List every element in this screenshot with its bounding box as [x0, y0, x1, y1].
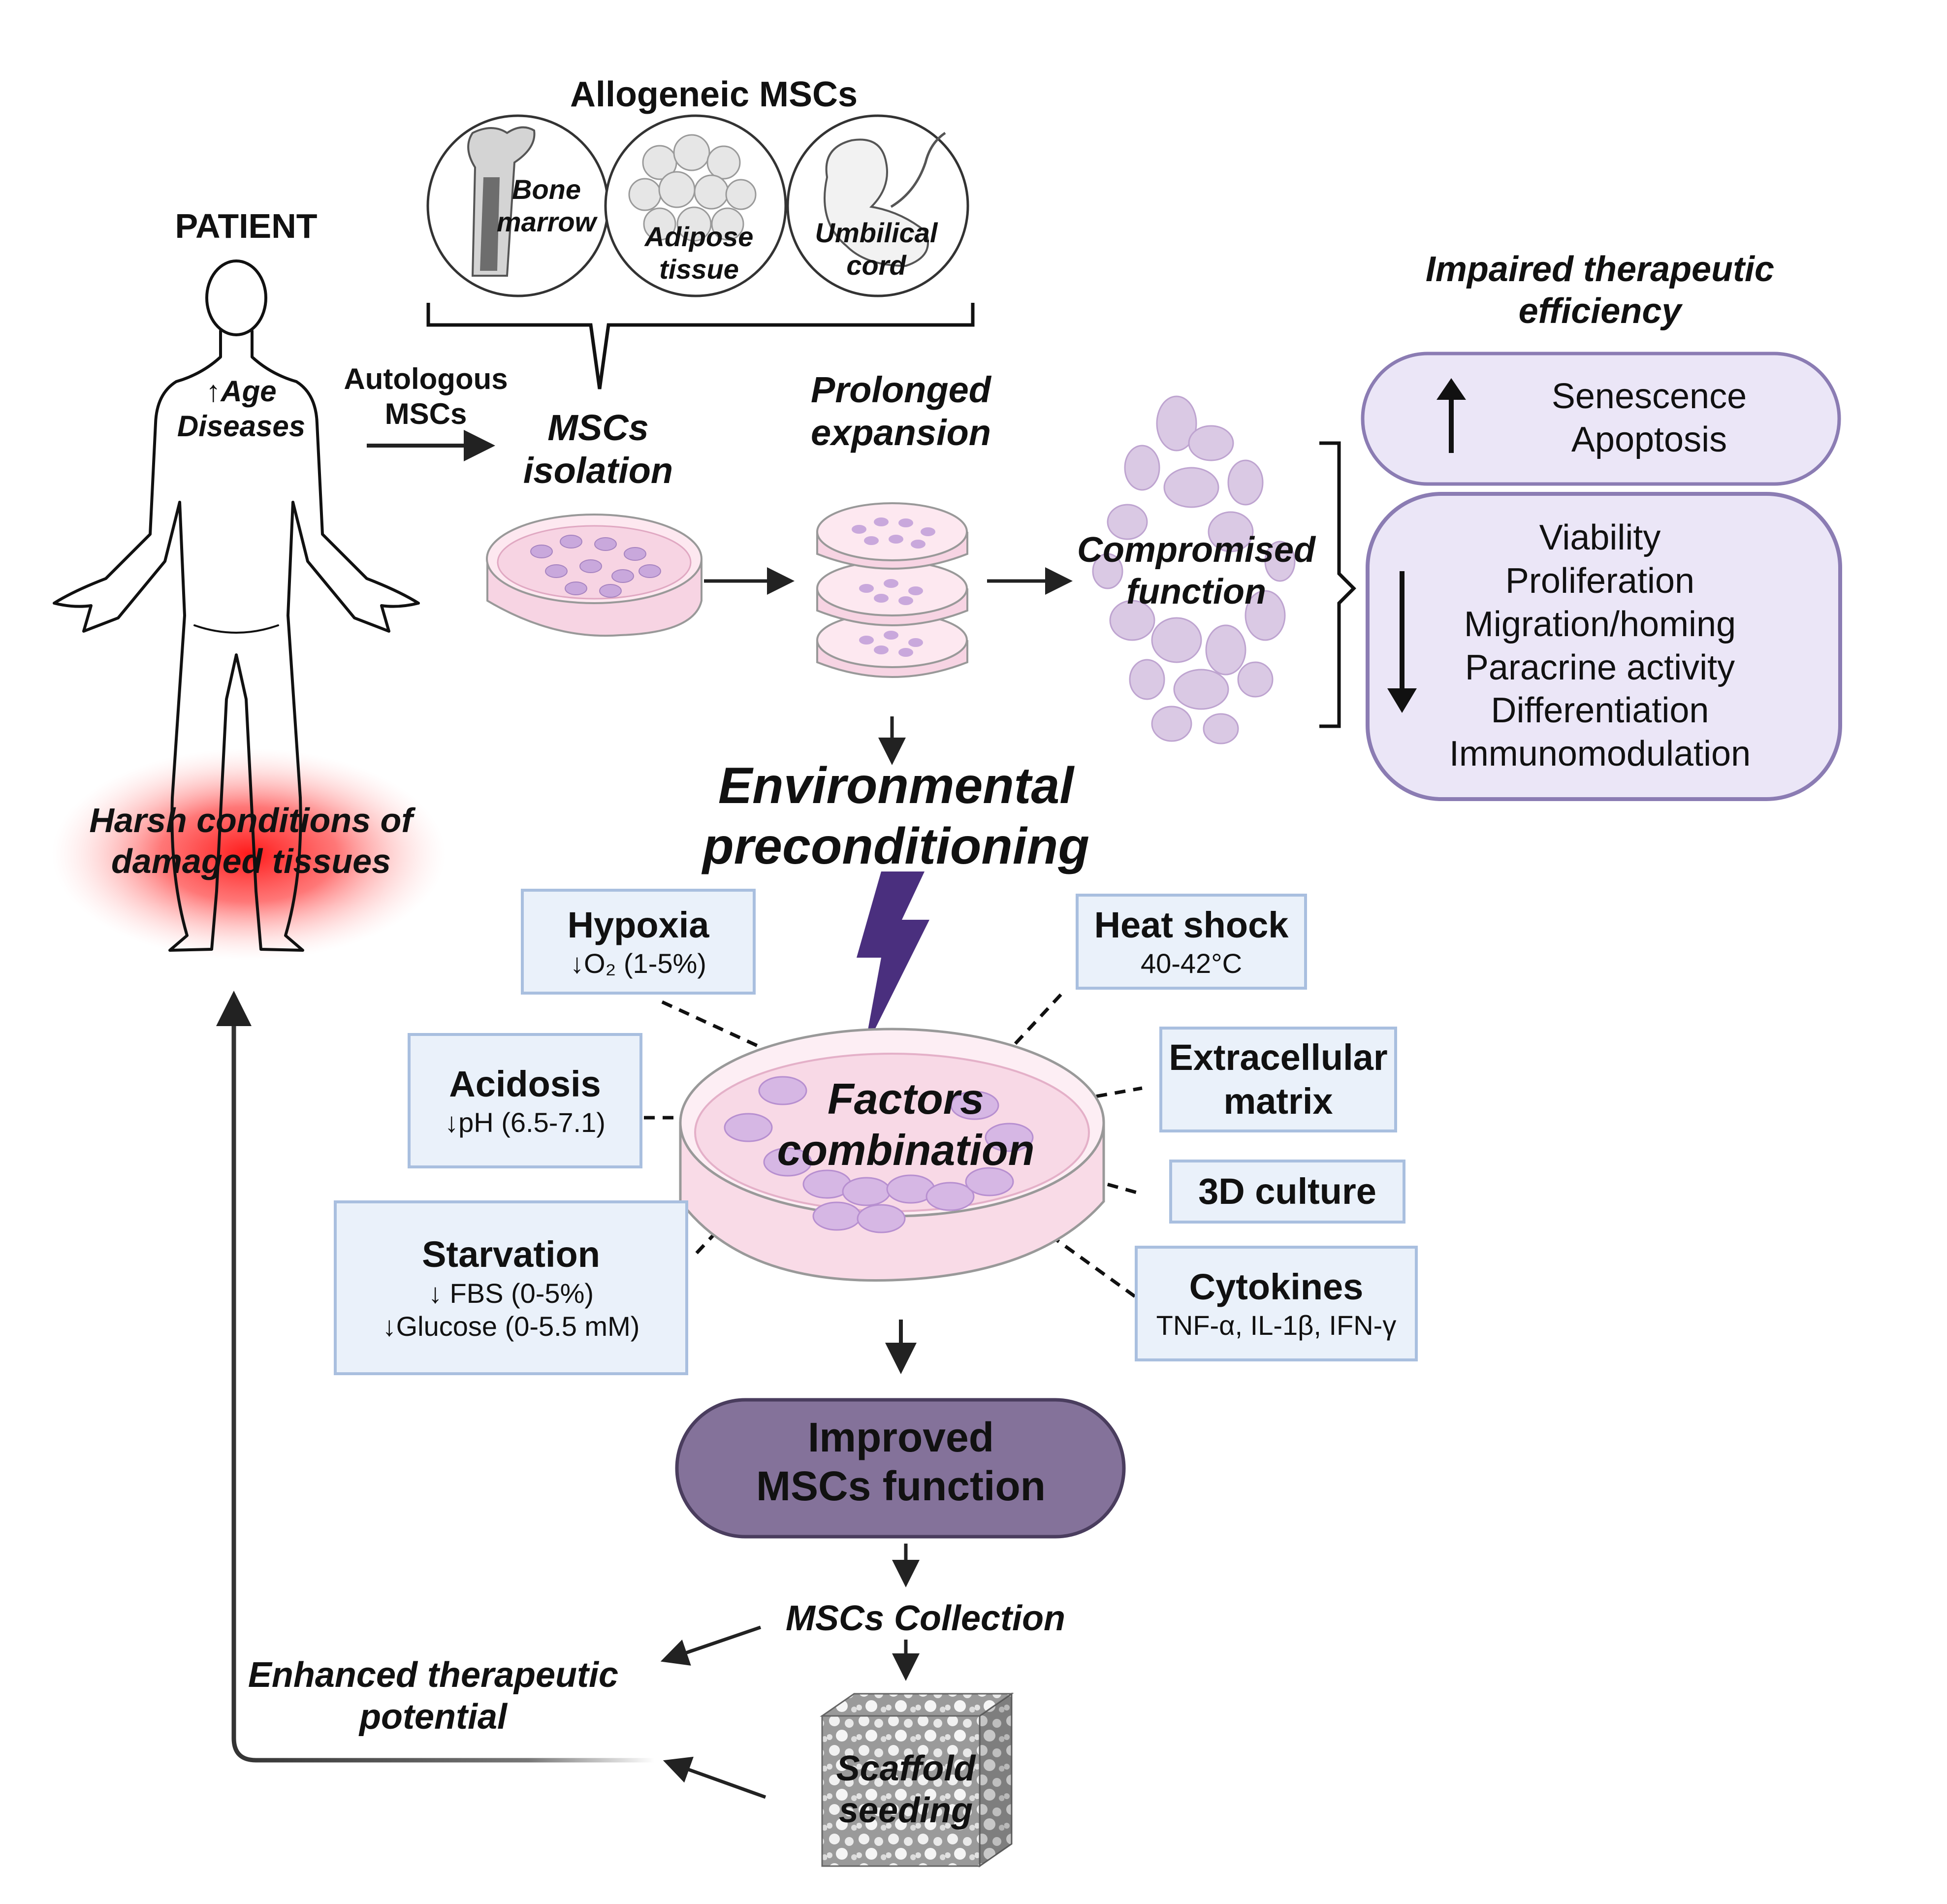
harsh-conditions-label: Harsh conditions of damaged tissues	[89, 801, 413, 880]
immunomodulation-item: Immunomodulation	[1449, 734, 1751, 774]
improved-label: Improved MSCs function	[756, 1414, 1046, 1510]
scaffold-cube-icon	[820, 1692, 1014, 1868]
source-label-umbilical-cord: Umbilical cord	[815, 217, 938, 281]
down-arrow-icon	[1387, 571, 1417, 713]
factor-heat-shock: Heat shock 40-42°C	[1076, 894, 1307, 990]
env-title: Environmental preconditioning	[702, 757, 1089, 875]
impaired-up-pill	[1361, 352, 1841, 486]
compromised-cells-icon	[1092, 395, 1296, 744]
factor-title: Starvation	[422, 1233, 600, 1275]
impaired-down-pill	[1366, 492, 1842, 801]
factor-ecm: Extracellular matrix	[1159, 1027, 1397, 1132]
factor-cytokines: Cytokines TNF-α, IL-1β, IFN-γ	[1135, 1246, 1418, 1361]
adipose-tissue-icon	[604, 114, 787, 297]
isolation-label: MSCs isolation	[523, 407, 673, 491]
impaired-down-list: Viability Proliferation Migration/homing…	[1428, 507, 1772, 785]
expansion-label: Prolonged expansion	[811, 369, 991, 453]
impaired-title: Impaired therapeutic efficiency	[1425, 250, 1775, 331]
factor-hypoxia: Hypoxia ↓O₂ (1-5%)	[521, 889, 756, 995]
factor-title: 3D culture	[1198, 1170, 1376, 1212]
factor-detail: 40-42°C	[1140, 948, 1243, 979]
paracrine-item: Paracrine activity	[1465, 647, 1735, 687]
factors-dish	[679, 1028, 1105, 1282]
source-label-adipose-tissue: Adipose tissue	[644, 221, 754, 285]
factor-3d-culture: 3D culture	[1169, 1160, 1405, 1224]
human-body-icon	[53, 259, 420, 952]
lightning-icon	[857, 871, 929, 1051]
factor-title: Hypoxia	[567, 904, 709, 945]
apoptosis-item: Apoptosis	[1571, 420, 1727, 459]
up-arrow-icon	[1436, 378, 1466, 453]
scaffold-to-enhanced-arrow	[663, 1756, 766, 1799]
proliferation-item: Proliferation	[1505, 561, 1695, 601]
differentiation-item: Differentiation	[1491, 691, 1709, 731]
compromised-label: Compromised function	[1077, 530, 1316, 612]
scaffold-label: Scaffold seeding	[836, 1749, 976, 1830]
factor-detail: ↓ FBS (0-5%) ↓Glucose (0-5.5 mM)	[382, 1277, 640, 1342]
factor-title: Extracellular matrix	[1169, 1036, 1388, 1122]
harsh-glow	[52, 748, 446, 960]
expansion-dishes	[816, 502, 968, 678]
factor-acidosis: Acidosis ↓pH (6.5-7.1)	[408, 1033, 642, 1168]
enhanced-label: Enhanced therapeutic potential	[248, 1655, 619, 1737]
bone-marrow-icon	[426, 114, 609, 297]
migration-item: Migration/homing	[1464, 604, 1736, 644]
collection-to-enhanced-arrow	[660, 1625, 762, 1666]
isolation-dish	[486, 514, 702, 637]
allogeneic-title: Allogeneic MSCs	[570, 75, 858, 114]
viability-item: Viability	[1539, 518, 1661, 558]
source-brace	[426, 303, 975, 389]
patient-conditions: ↑Age Diseases	[177, 375, 306, 443]
factor-title: Acidosis	[449, 1063, 601, 1104]
factor-detail: ↓pH (6.5-7.1)	[445, 1107, 606, 1138]
factor-title: Heat shock	[1094, 904, 1289, 945]
factor-title: Cytokines	[1189, 1266, 1364, 1307]
factors-combination-label: Factors combination	[777, 1074, 1035, 1174]
improved-pill	[675, 1398, 1126, 1539]
autologous-label: Autologous MSCs	[344, 362, 508, 430]
umbilical-cord-icon	[786, 114, 969, 297]
factor-detail: ↓O₂ (1-5%)	[570, 948, 706, 979]
impaired-bracket	[1319, 441, 1356, 728]
senescence-item: Senescence	[1551, 377, 1747, 417]
source-label-bone-marrow: Bone marrow	[496, 174, 597, 238]
factor-detail: TNF-α, IL-1β, IFN-γ	[1156, 1310, 1397, 1341]
factor-starvation: Starvation ↓ FBS (0-5%) ↓Glucose (0-5.5 …	[334, 1200, 688, 1375]
impaired-up-list: Senescence Apoptosis	[1501, 372, 1797, 465]
patient-title: PATIENT	[175, 207, 318, 245]
return-path	[231, 1000, 655, 1763]
collection-label: MSCs Collection	[785, 1599, 1066, 1638]
